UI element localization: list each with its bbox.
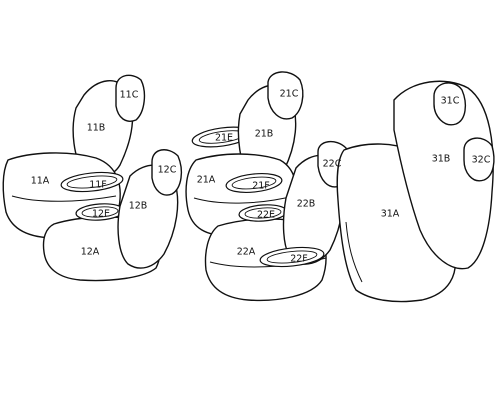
mid-left-armrest — [225, 172, 283, 194]
front-row-group — [2, 74, 183, 282]
label-22E: 22E — [257, 210, 275, 221]
middle-row-group — [185, 71, 351, 302]
label-11F: 11F — [89, 180, 107, 191]
mid-right-armrest — [259, 246, 325, 268]
label-21C: 21C — [280, 89, 299, 100]
label-12A: 12A — [81, 247, 100, 258]
label-21F: 21F — [252, 181, 270, 192]
label-11A: 11A — [31, 176, 50, 187]
mid-left-side-armrest — [191, 126, 253, 148]
front-right-headrest — [151, 149, 183, 196]
label-11B: 11B — [87, 123, 106, 134]
rear-headrest-right — [463, 137, 495, 182]
mid-left-cushion-seam — [193, 195, 295, 204]
rear-row-group — [336, 80, 495, 303]
label-22B: 22B — [297, 199, 316, 210]
label-12B: 12B — [129, 201, 148, 212]
label-32C: 32C — [472, 155, 491, 166]
label-22F: 22F — [290, 254, 308, 265]
rear-backrest — [393, 80, 494, 270]
label-12E: 12E — [92, 209, 110, 220]
label-31B: 31B — [432, 154, 451, 165]
mid-left-headrest — [267, 71, 304, 120]
label-31A: 31A — [381, 209, 400, 220]
rear-headrest-left — [433, 82, 467, 126]
front-left-armrest — [60, 171, 124, 193]
part-labels: 11C 11B 11A 11F 12E 12C 12B 12A 21C 21E … — [31, 89, 491, 265]
label-21A: 21A — [197, 175, 216, 186]
label-11C: 11C — [120, 90, 139, 101]
label-22C: 22C — [323, 159, 342, 170]
label-22A: 22A — [237, 247, 256, 258]
label-21B: 21B — [255, 129, 274, 140]
label-12C: 12C — [158, 165, 177, 176]
label-31C: 31C — [441, 96, 460, 107]
label-21E: 21E — [215, 133, 233, 144]
rear-cushion-seam — [345, 221, 363, 283]
front-left-cushion-seam — [11, 195, 117, 202]
front-left-headrest — [115, 74, 146, 122]
